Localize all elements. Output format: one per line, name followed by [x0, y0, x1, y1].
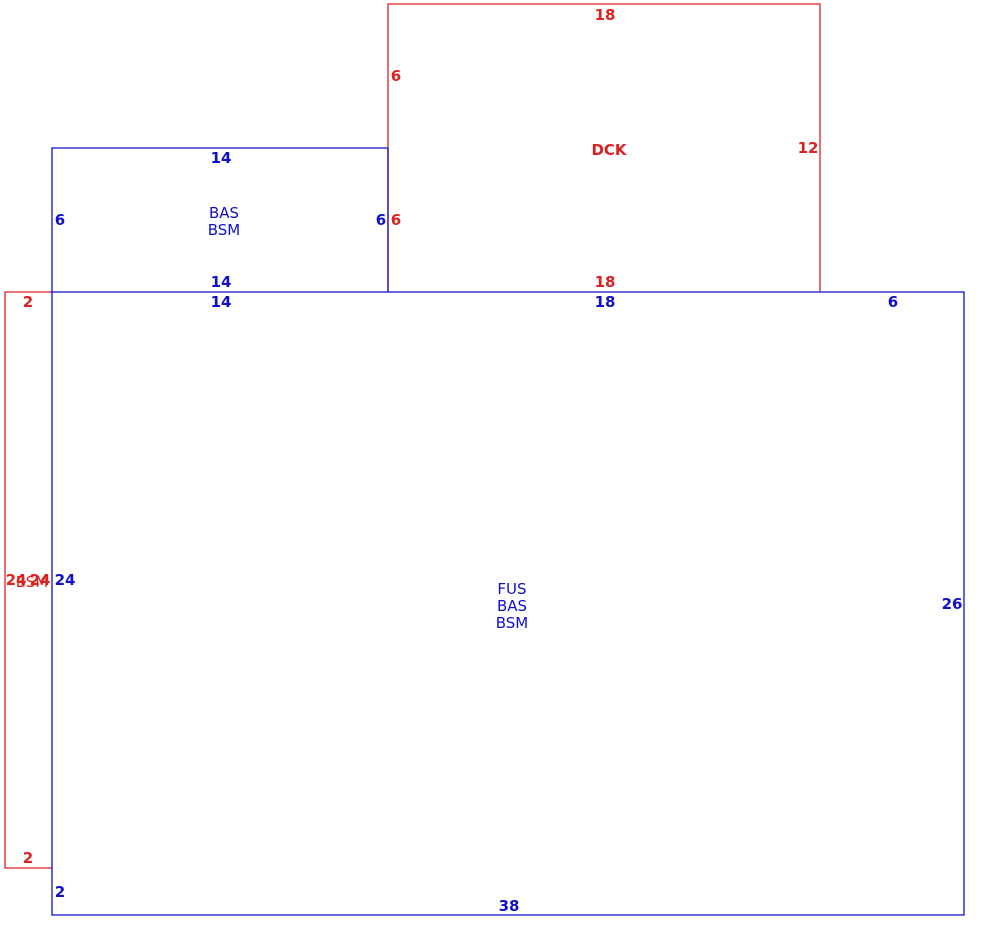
main-area-label-1: FUS	[497, 580, 526, 598]
main-area-label-2: BAS	[497, 597, 527, 615]
main-dim-top-right: 6	[888, 293, 898, 311]
main-dim-top-left: 14	[211, 293, 232, 311]
main-dim-bottom: 38	[499, 897, 520, 915]
deck-dim-top: 18	[595, 6, 616, 24]
main-dim-left: 24	[55, 571, 76, 589]
upper-area-label-2: BSM	[208, 221, 241, 239]
main-dim-right: 26	[942, 595, 963, 613]
strip-dim-right: 24	[30, 571, 51, 589]
strip-area-label: BSM	[16, 573, 49, 591]
deck-dim-left-upper: 6	[391, 67, 401, 85]
deck-area-label: DCK	[591, 141, 627, 159]
upper-block-outline	[51, 147, 389, 292]
main-block-outline	[51, 291, 965, 916]
strip-dim-top: 2	[23, 293, 33, 311]
upper-area-label-1: BAS	[209, 204, 239, 222]
upper-dim-bottom: 14	[211, 273, 232, 291]
side-strip-outline	[4, 291, 52, 869]
deck-dim-bottom: 18	[595, 273, 616, 291]
upper-dim-top: 14	[211, 149, 232, 167]
upper-dim-right: 6	[376, 211, 386, 229]
strip-dim-bottom: 2	[23, 849, 33, 867]
deck-dim-right: 12	[798, 139, 819, 157]
deck-dim-left-lower: 6	[391, 211, 401, 229]
main-dim-top-mid: 18	[595, 293, 616, 311]
main-area-label-3: BSM	[496, 614, 529, 632]
strip-dim-left: 24	[6, 571, 27, 589]
upper-dim-left: 6	[55, 211, 65, 229]
main-dim-step: 2	[55, 883, 65, 901]
